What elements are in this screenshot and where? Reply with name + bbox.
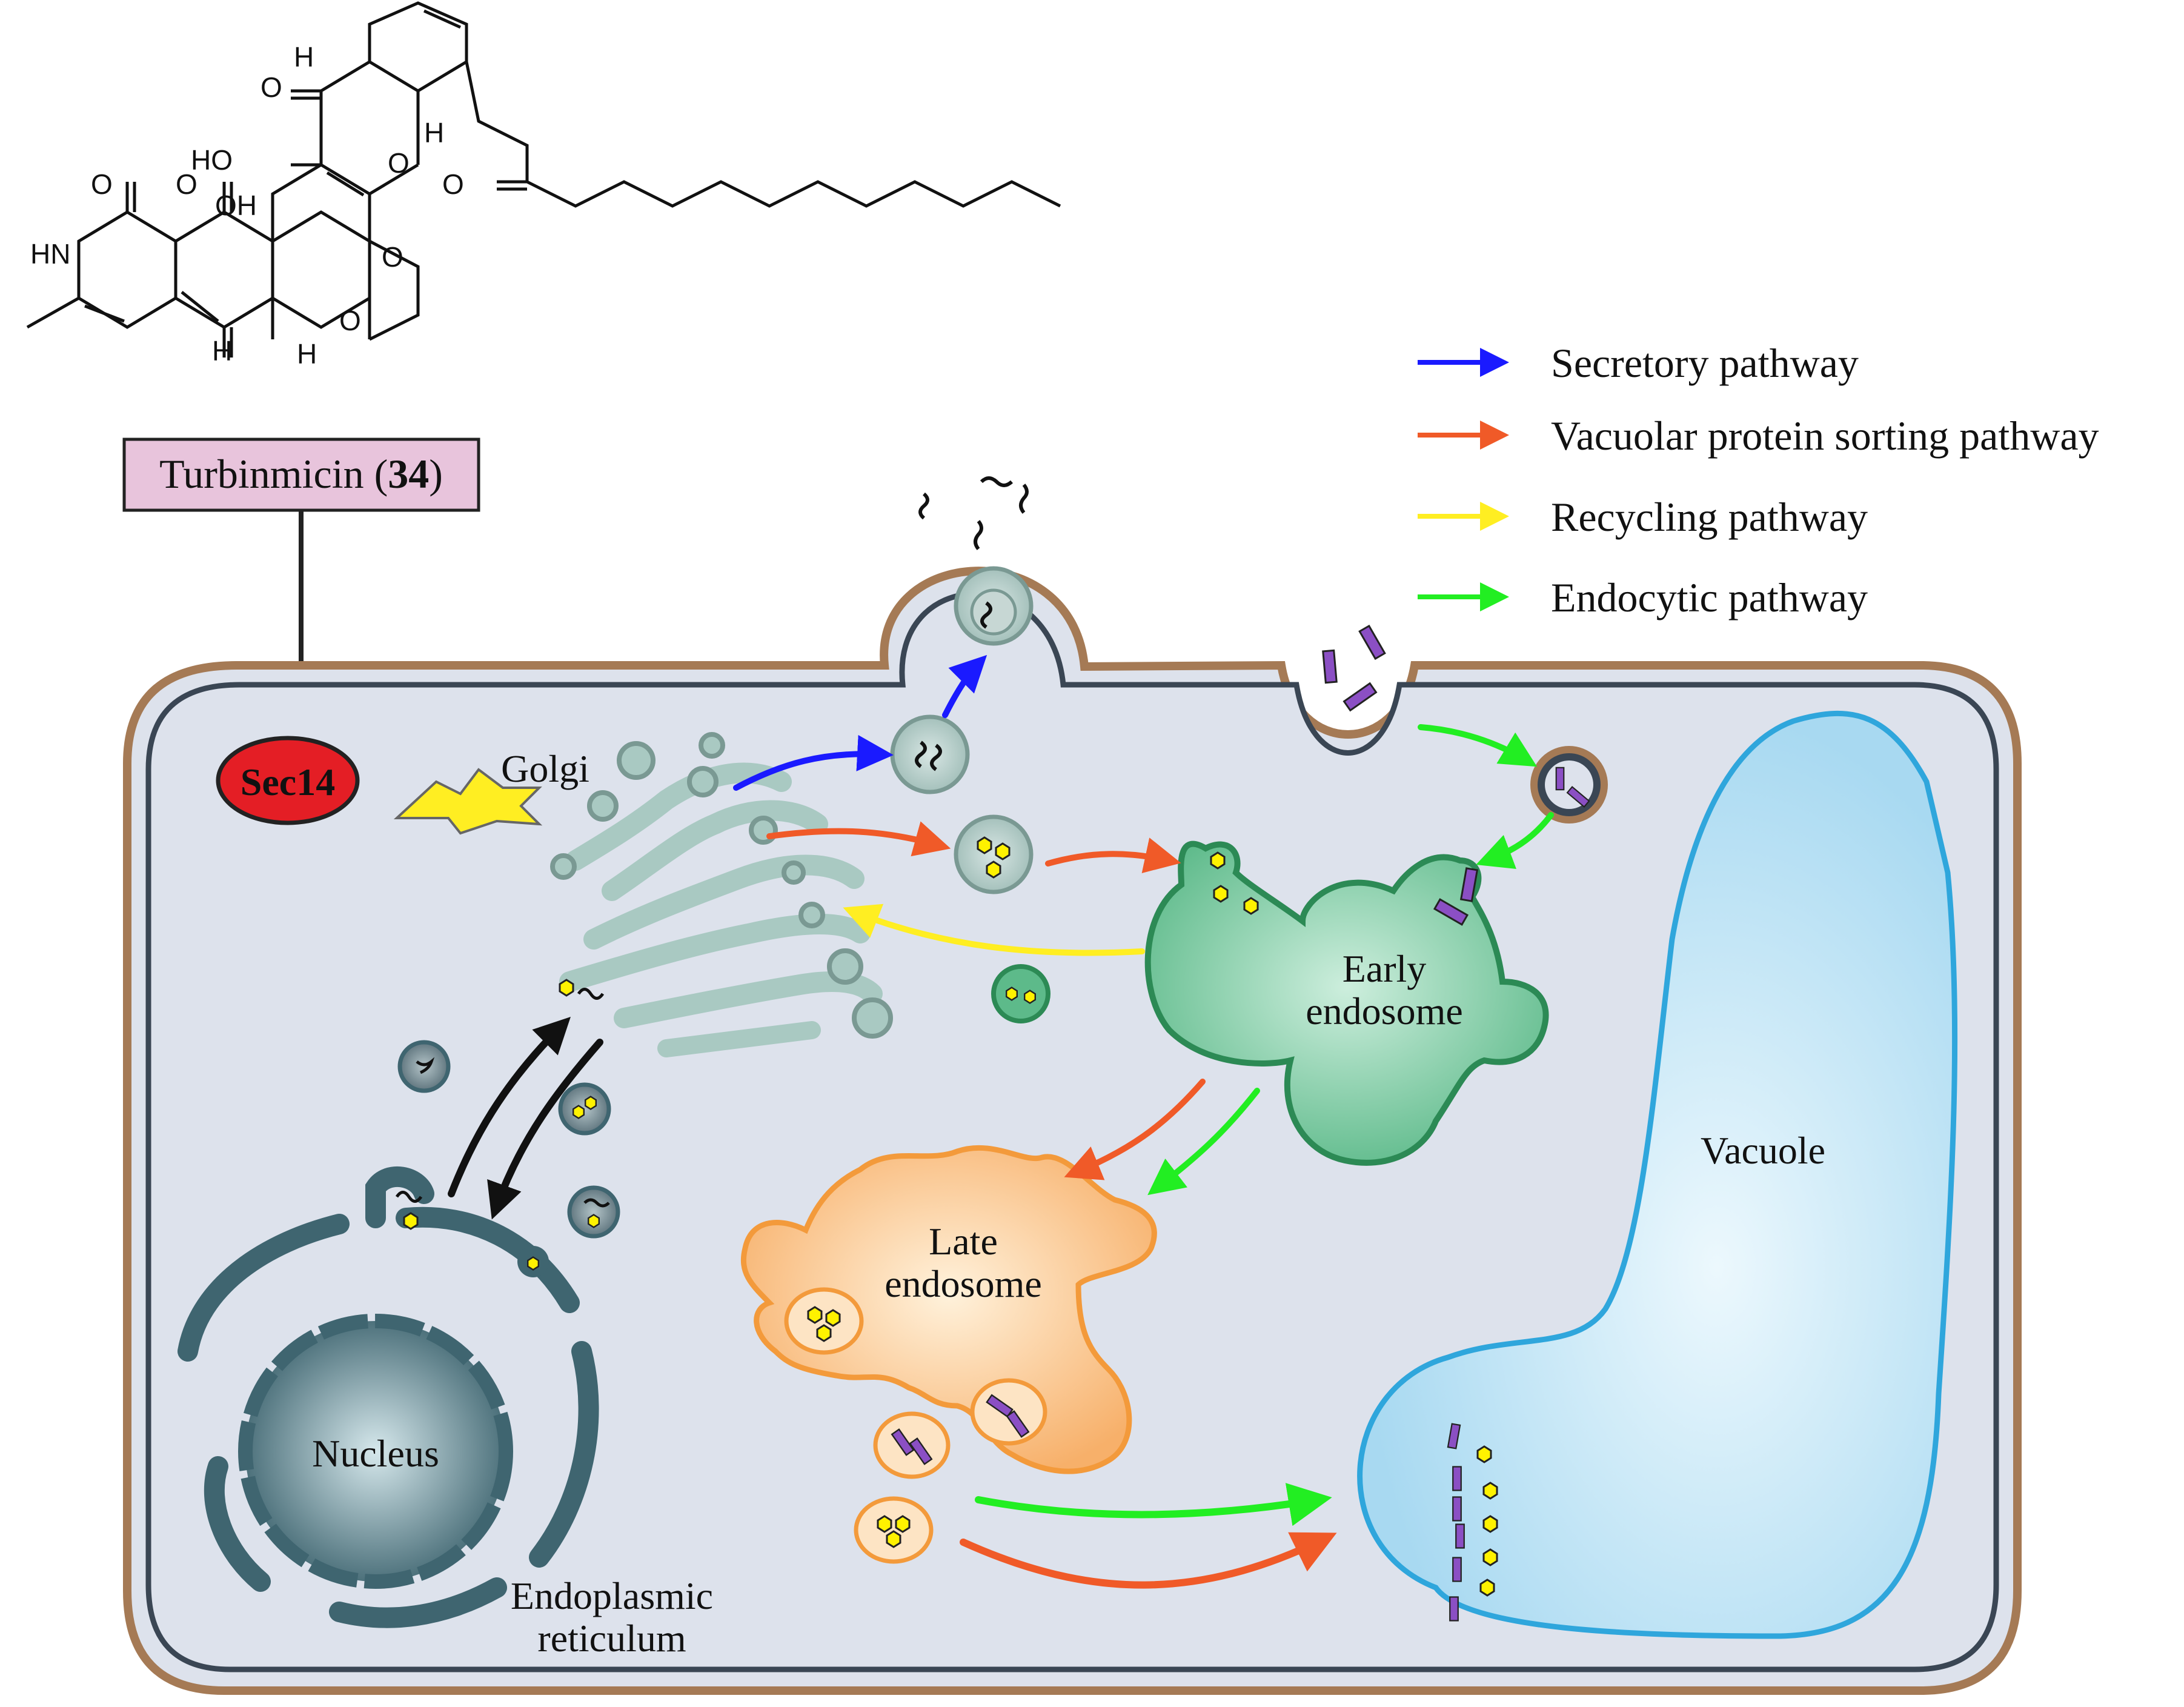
vps-vesicle [954, 814, 1034, 894]
structure-atom-labels: H O H HO O O O OH O HN O O H H [30, 41, 464, 370]
late-endosome-label-line-2: endosome [885, 1262, 1042, 1305]
legend-label-endocytic: Endocytic pathway [1551, 574, 1868, 621]
arrow-early-to-late-endosome [1064, 1079, 1206, 1180]
arrow-late-endosome-to-vacuole-vps [960, 1532, 1337, 1589]
atom-ho: HO [191, 144, 233, 176]
endoplasmic-reticulum [178, 1166, 599, 1628]
transport-vesicle-3 [567, 1185, 620, 1239]
atom-h-4: H [297, 338, 317, 370]
arrow-early-to-late-endosome-endocytic [1147, 1088, 1260, 1196]
late-endosome-label-line-1: Late [929, 1220, 998, 1263]
atom-h-2: H [424, 117, 444, 148]
atom-o-6: O [382, 241, 403, 273]
sec14-label: Sec14 [241, 760, 335, 804]
nucleus-label: Nucleus [312, 1432, 439, 1475]
transport-vesicle-2 [558, 1082, 611, 1136]
lightning-icon [393, 768, 543, 835]
arrow-golgi-to-vps-vesicle [766, 821, 951, 857]
golgi-cargo [577, 988, 605, 1000]
compound-box [122, 438, 480, 512]
arrow-er-to-golgi [448, 1017, 571, 1197]
recycling-vesicle [991, 964, 1051, 1023]
er-cargo-squiggle [395, 1191, 423, 1203]
arrow-recycling-to-golgi [843, 903, 1145, 956]
legend-label-recycling: Recycling pathway [1551, 494, 1868, 540]
legend: Secretory pathway Vacuolar protein sorti… [1418, 340, 2099, 621]
atom-h-3: H [212, 335, 232, 367]
pathway-arrows [448, 654, 1554, 1589]
atom-h-1: H [294, 41, 314, 73]
golgi [550, 732, 893, 1057]
budding-vesicle-inner [970, 588, 1017, 636]
secretory-vesicle [890, 714, 970, 794]
atom-o-4: O [91, 168, 113, 200]
transport-vesicle-1 [397, 1040, 451, 1093]
early-endosome [1144, 840, 1549, 1166]
sec14-protein [216, 736, 360, 825]
atom-o-7: O [339, 305, 361, 336]
nucleus [238, 1314, 513, 1589]
atom-hn: HN [30, 238, 70, 270]
early-endosome-label-line-1: Early [1343, 947, 1427, 990]
golgi-label: Golgi [501, 747, 589, 790]
arrow-endocytic-vesicle-to-early-endosome [1476, 812, 1554, 870]
er-label-line-1: Endoplasmic [511, 1574, 713, 1617]
vacuole [1357, 710, 1958, 1639]
budding-cargo [980, 601, 992, 629]
secreted-cargo [918, 476, 1029, 550]
arrow-vps-to-early-endosome [1045, 837, 1181, 873]
arrow-secretory-to-membrane [942, 654, 987, 718]
late-endosome-cargo [784, 1287, 1047, 1564]
atom-oh: OH [215, 190, 257, 221]
arrow-golgi-to-secretory-vesicle [733, 734, 894, 791]
atom-o-3: O [442, 168, 464, 200]
atom-o-5: O [176, 168, 197, 200]
vacuole-label: Vacuole [1701, 1129, 1825, 1172]
turbinmicin-structure [26, 1, 1061, 358]
legend-label-secretory: Secretory pathway [1551, 340, 1859, 386]
atom-o-1: O [261, 72, 282, 103]
atom-o-2: O [388, 147, 410, 179]
endocytic-pit-cargo [1322, 625, 1386, 711]
legend-label-vacuolar: Vacuolar protein sorting pathway [1551, 413, 2099, 459]
compound-label: Turbinmicin (34) [159, 451, 443, 497]
arrow-late-endosome-to-vacuole-endocytic [975, 1483, 1332, 1526]
arrow-golgi-to-er [487, 1039, 603, 1220]
early-endosome-label-line-2: endosome [1306, 990, 1463, 1033]
er-label-line-2: reticulum [537, 1617, 686, 1660]
arrow-pit-to-endocytic-vesicle [1418, 724, 1538, 767]
